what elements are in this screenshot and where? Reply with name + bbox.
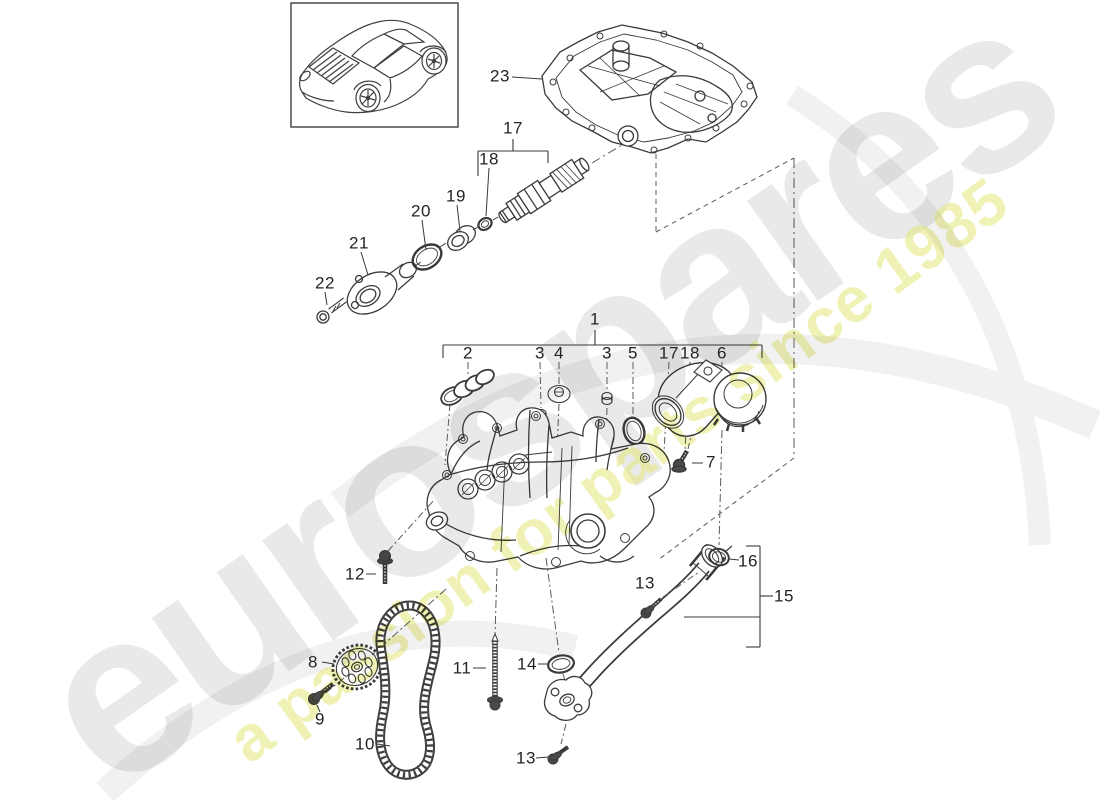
leader-13-lower [535,756,549,759]
part-22-bolt [316,297,347,324]
part-10-chain [375,600,441,780]
part-14-oring [538,557,575,685]
bracket-15 [684,545,773,648]
part-label-13-upper: 13 [635,573,655,593]
leader-8 [321,661,335,665]
leader-18 [485,167,490,217]
part-label-20: 20 [411,201,431,221]
part-label-10: 10 [355,734,375,754]
part-11-bolt [473,567,503,711]
part-label-14: 14 [517,654,537,674]
part-label-18-sub: 18 [680,343,700,363]
pump-bolt-bosses [442,411,650,567]
part-label-3-left: 3 [535,343,545,363]
part-7-bolt [671,435,692,473]
part-15-suction-pipe [535,543,773,765]
part-label-22: 22 [315,273,335,293]
part-label-19: 19 [446,186,466,206]
part-3-nut-right [601,391,613,406]
part-label-4: 4 [554,343,564,363]
part-label-5: 5 [628,343,638,363]
part-label-11: 11 [452,658,472,678]
part-4-plug [547,384,571,404]
leader-23 [511,76,543,80]
part-16-ring [708,545,733,567]
leader-20 [421,219,427,251]
part-label-2: 2 [463,343,473,363]
part-1-oil-pump-body [425,407,671,570]
part-label-16: 16 [738,551,758,571]
part-18-ring [477,216,493,232]
pan-bolt-holes [549,30,754,154]
leader-9 [316,704,321,713]
pipe-flange [543,675,593,722]
car-front-wheel [355,83,381,113]
part-label-18-top: 18 [479,149,499,169]
part-label-6: 6 [717,343,727,363]
part-20-oring [411,243,443,271]
part-5-oring [622,416,646,446]
part-label-21: 21 [349,233,369,253]
part-label-17-top: 17 [503,118,523,138]
leader-10 [376,743,391,747]
part-13-bolt-lower [547,723,570,765]
car-rear-wheel [421,47,447,75]
part-label-1: 1 [590,309,600,329]
part-label-3-right: 3 [602,343,612,363]
part-23-oil-pan [511,24,758,154]
part-17-control-shaft [498,157,590,224]
car-illustration [290,2,459,128]
part-label-7: 7 [706,452,716,472]
leader-19 [456,204,461,232]
part-9-bolt [308,682,335,705]
part-label-17-sub: 17 [659,343,679,363]
part-label-13-lower: 13 [516,748,536,768]
bracket-17 [477,139,549,176]
projection-lines [591,144,795,561]
part-label-8: 8 [308,652,318,672]
part-8-sprocket [331,643,383,691]
leader-16 [728,558,740,561]
pump-rotors [457,453,530,500]
leader-21 [360,251,369,276]
shaft-parts-group [316,139,590,324]
leader-22 [324,291,328,306]
part-label-12: 12 [345,564,365,584]
part-13-bolt-upper [640,571,700,619]
part-21-flange [346,261,418,315]
part-2-seal-rings [440,368,495,406]
part-label-23: 23 [490,66,510,86]
part-6-elbow [651,359,767,546]
part-label-15: 15 [774,586,794,606]
drive-chain-group [308,588,447,780]
part-12-bolt [366,498,436,584]
part-label-9: 9 [315,709,325,729]
part-19-piston [447,225,476,251]
